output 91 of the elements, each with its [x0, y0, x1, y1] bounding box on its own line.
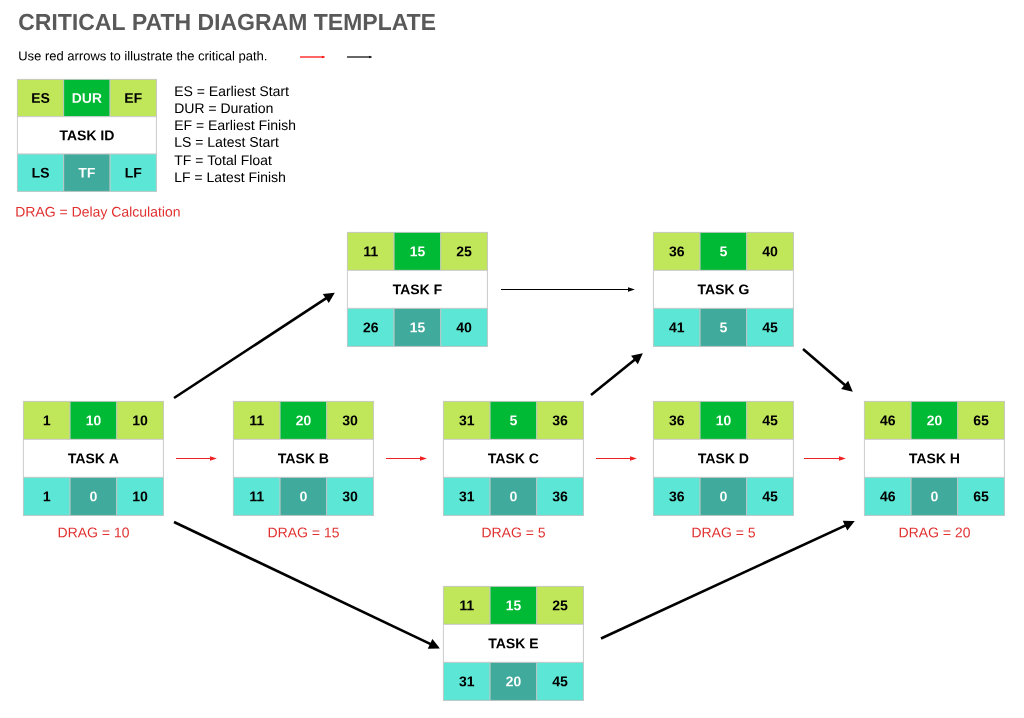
note: Use red arrows to illustrate the critical path.: [19, 50, 267, 64]
arrow: [595, 456, 636, 461]
value-cell: 25: [536, 586, 584, 625]
value-cell: 30: [326, 477, 374, 516]
task-card: [443, 586, 584, 701]
value-cell: 1: [23, 477, 71, 516]
task-card: [653, 401, 794, 516]
task-name-cell: TASK ID: [17, 116, 157, 155]
value-cell: 40: [746, 232, 794, 271]
legend-definition: DUR = Duration: [175, 102, 273, 114]
legend-definition: LF = Latest Finish: [175, 171, 285, 183]
legend-definition: ES = Earliest Start: [175, 85, 289, 97]
task-card: [443, 401, 584, 516]
task-card: [653, 232, 794, 347]
value-cell: EF: [109, 79, 157, 118]
task-name-cell: TASK A: [23, 439, 164, 478]
value-cell: 20: [910, 401, 959, 440]
task-name-cell: TASK H: [864, 439, 1005, 478]
drag-label: DRAG = 20: [899, 527, 970, 538]
drag-label: DRAG = 5: [692, 527, 755, 538]
value-cell: ES: [17, 79, 65, 118]
value-cell: 0: [69, 477, 118, 516]
drag-label: DRAG = 15: [268, 527, 339, 538]
value-cell: 11: [233, 401, 281, 440]
value-cell: 45: [746, 308, 794, 347]
arrow: [175, 456, 216, 461]
value-cell: 5: [489, 401, 538, 440]
value-cell: 26: [347, 308, 395, 347]
value-cell: 45: [746, 401, 794, 440]
value-cell: 36: [653, 401, 701, 440]
arrow: [500, 287, 634, 292]
value-cell: TF: [63, 153, 111, 192]
task-name-cell: TASK B: [233, 439, 374, 478]
task-name-cell: TASK F: [347, 270, 488, 309]
value-cell: 65: [957, 401, 1005, 440]
value-cell: 31: [443, 662, 491, 701]
value-cell: 46: [864, 401, 912, 440]
legend-definition: EF = Earliest Finish: [175, 119, 296, 131]
value-cell: 10: [699, 401, 748, 440]
value-cell: 45: [746, 477, 794, 516]
value-cell: 45: [536, 662, 584, 701]
value-cell: 25: [440, 232, 488, 271]
value-cell: 46: [864, 477, 912, 516]
value-cell: 11: [347, 232, 395, 271]
legend-definition: LS = Latest Start: [175, 137, 279, 147]
value-cell: 1: [23, 401, 71, 440]
value-cell: LF: [109, 153, 157, 192]
value-cell: 41: [653, 308, 701, 347]
value-cell: 30: [326, 401, 374, 440]
value-cell: 5: [699, 308, 748, 347]
arrow: [803, 456, 845, 461]
title: CRITICAL PATH DIAGRAM TEMPLATE: [19, 13, 436, 31]
task-name-cell: TASK G: [653, 270, 794, 309]
task-card: [233, 401, 374, 516]
task-card: [347, 232, 488, 347]
value-cell: 15: [489, 586, 538, 625]
value-cell: 11: [443, 586, 491, 625]
value-cell: 36: [653, 232, 701, 271]
value-cell: 31: [443, 401, 491, 440]
value-cell: 0: [699, 477, 748, 516]
task-card: [17, 79, 157, 192]
value-cell: 20: [489, 662, 538, 701]
task-name-cell: TASK E: [443, 624, 584, 663]
value-cell: 0: [279, 477, 328, 516]
value-cell: 0: [910, 477, 959, 516]
note: DRAG = Delay Calculation: [16, 206, 180, 220]
value-cell: 10: [116, 477, 164, 516]
task-card: [864, 401, 1005, 516]
value-cell: 10: [116, 401, 164, 440]
value-cell: 0: [489, 477, 538, 516]
value-cell: 11: [233, 477, 281, 516]
task-name-cell: TASK C: [443, 439, 584, 478]
value-cell: 31: [443, 477, 491, 516]
value-cell: 15: [393, 308, 442, 347]
legend-definition: TF = Total Float: [174, 154, 272, 166]
drag-label: DRAG = 10: [58, 527, 129, 538]
value-cell: 65: [957, 477, 1005, 516]
value-cell: LS: [17, 153, 65, 192]
value-cell: 15: [393, 232, 442, 271]
drag-label: DRAG = 5: [482, 527, 545, 538]
task-card: [23, 401, 164, 516]
value-cell: DUR: [63, 79, 111, 118]
value-cell: 36: [536, 477, 584, 516]
value-cell: 36: [653, 477, 701, 516]
value-cell: 5: [699, 232, 748, 271]
value-cell: 10: [69, 401, 118, 440]
arrow: [385, 456, 426, 461]
value-cell: 20: [279, 401, 328, 440]
value-cell: 36: [536, 401, 584, 440]
task-name-cell: TASK D: [653, 439, 794, 478]
value-cell: 40: [440, 308, 488, 347]
